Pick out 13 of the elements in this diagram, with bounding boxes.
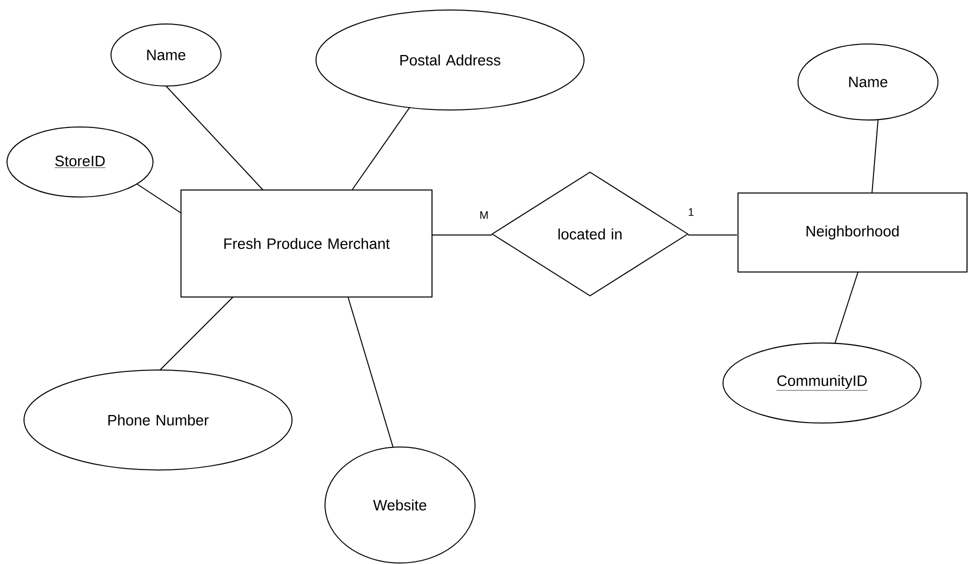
connector-line xyxy=(160,296,234,370)
connector-line xyxy=(352,106,410,190)
connector-line xyxy=(348,296,394,448)
connector-line xyxy=(834,272,858,344)
connector-line xyxy=(136,184,182,214)
cardinality-label: 1 xyxy=(686,207,696,217)
cardinality-label: M xyxy=(478,210,490,220)
connector-line xyxy=(872,120,878,194)
entity-box: Neighborhood xyxy=(738,192,968,272)
connector-line xyxy=(432,234,492,236)
entity-box: Fresh Produce Merchant xyxy=(180,190,432,298)
connector-line xyxy=(688,234,738,236)
connector-line xyxy=(166,86,264,190)
